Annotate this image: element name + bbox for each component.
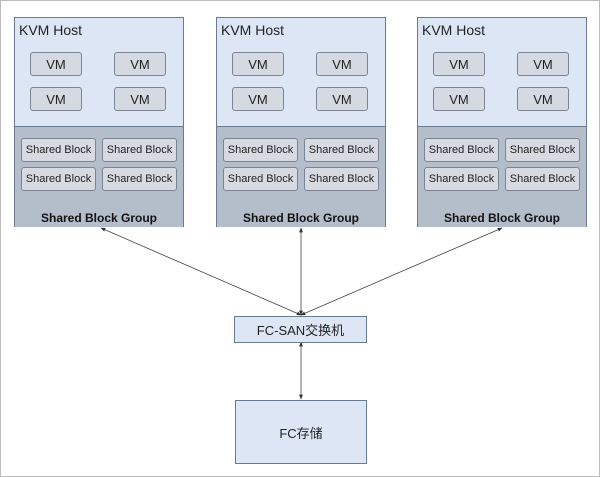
host-title: KVM Host	[19, 22, 83, 38]
shared-block: Shared Block	[424, 167, 499, 191]
shared-block: Shared Block	[505, 138, 580, 162]
kvm-host-2: KVM Host VM VM VM VM Shared Block Shared…	[216, 17, 386, 227]
vm-node: VM	[232, 52, 284, 76]
link-host3-switch	[300, 227, 503, 316]
vm-node: VM	[433, 52, 485, 76]
shared-block-group-label: Shared Block Group	[40, 211, 158, 225]
shared-block-group: Shared Block Shared Block Shared Block S…	[15, 126, 183, 227]
shared-block-group: Shared Block Shared Block Shared Block S…	[217, 126, 385, 227]
kvm-host-3: KVM Host VM VM VM VM Shared Block Shared…	[417, 17, 587, 227]
shared-block: Shared Block	[304, 167, 379, 191]
host-title: KVM Host	[221, 22, 285, 38]
shared-block-group: Shared Block Shared Block Shared Block S…	[418, 126, 586, 227]
host-title: KVM Host	[422, 22, 486, 38]
shared-block-group-label: Shared Block Group	[443, 211, 561, 225]
shared-block: Shared Block	[21, 138, 96, 162]
kvm-host-1: KVM Host VM VM VM VM Shared Block Shared…	[14, 17, 184, 227]
link-host1-switch	[100, 227, 302, 316]
shared-block: Shared Block	[102, 138, 177, 162]
vm-node: VM	[30, 87, 82, 111]
vm-node: VM	[114, 87, 166, 111]
shared-block: Shared Block	[424, 138, 499, 162]
shared-block: Shared Block	[102, 167, 177, 191]
vm-node: VM	[30, 52, 82, 76]
fc-san-switch: FC-SAN交换机	[234, 316, 367, 343]
shared-block: Shared Block	[304, 138, 379, 162]
fc-storage: FC存储	[235, 400, 367, 464]
vm-node: VM	[232, 87, 284, 111]
shared-block: Shared Block	[21, 167, 96, 191]
shared-block: Shared Block	[505, 167, 580, 191]
vm-node: VM	[517, 52, 569, 76]
vm-node: VM	[433, 87, 485, 111]
vm-node: VM	[114, 52, 166, 76]
vm-node: VM	[316, 87, 368, 111]
shared-block: Shared Block	[223, 138, 298, 162]
shared-block: Shared Block	[223, 167, 298, 191]
shared-block-group-label: Shared Block Group	[242, 211, 360, 225]
vm-node: VM	[517, 87, 569, 111]
vm-node: VM	[316, 52, 368, 76]
